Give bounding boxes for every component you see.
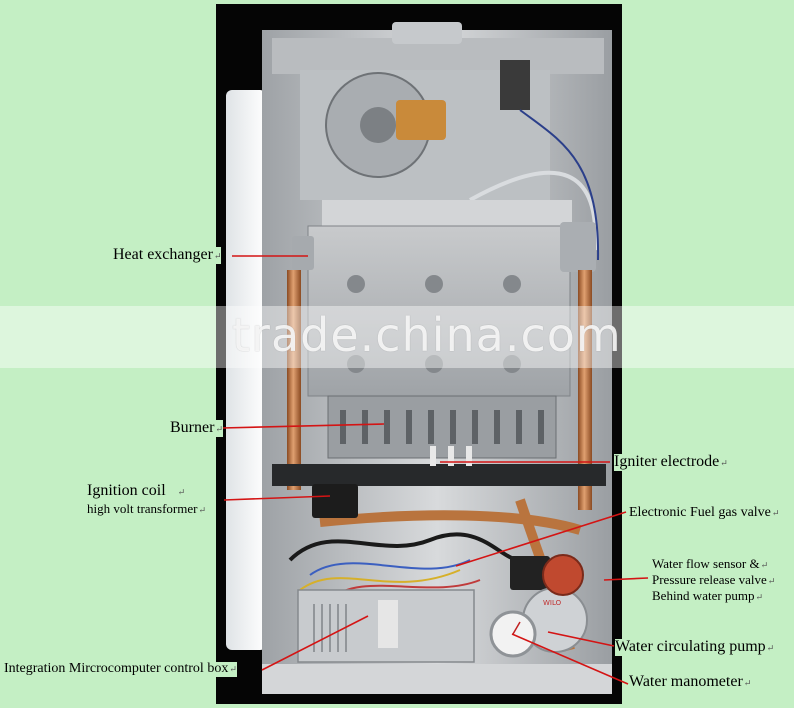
pump-motor	[542, 554, 584, 596]
label-electronic-fuel-gas-valve: Electronic Fuel gas valve↵	[629, 505, 780, 521]
label-water-circulating-pump-text: Water circulating pump	[615, 638, 766, 655]
label-water-flow-sensor: Water flow sensor &↵	[652, 556, 769, 571]
control-box-sticker	[378, 600, 398, 648]
leader-fuel-gas-valve	[455, 511, 627, 567]
fan-coil	[396, 100, 446, 140]
label-control-box-text: Integration Mircrocomputer control box	[4, 661, 229, 676]
hx-top	[322, 200, 572, 226]
label-high-volt-transformer: high volt transformer↵	[87, 501, 207, 516]
label-burner-text: Burner	[170, 419, 215, 436]
leader-water-flow-sensor	[603, 577, 649, 581]
flue-outlet	[392, 22, 462, 44]
label-behind-water-pump-text: Behind water pump	[652, 588, 755, 603]
copper-pipe-lower-2	[319, 510, 582, 535]
manometer-needle	[512, 621, 521, 635]
wire-bundle-3	[309, 559, 471, 576]
copper-pipe-right	[578, 270, 592, 510]
watermark-band: trade.china.com	[0, 306, 794, 368]
label-burner: Burner↵	[170, 419, 223, 437]
label-water-flow-sensor-text: Water flow sensor &	[652, 556, 760, 571]
label-igniter-electrode-text: Igniter electrode	[614, 453, 720, 470]
leader-circulating-pump	[547, 631, 615, 647]
leader-burner	[221, 423, 385, 429]
insulation-panel	[226, 90, 266, 650]
air-tube	[469, 170, 598, 251]
label-water-circulating-pump: Water circulating pump↵	[615, 638, 775, 656]
air-pressure-switch	[500, 60, 530, 110]
label-pressure-release-valve-text: Pressure release valve	[652, 572, 767, 587]
leader-manometer	[511, 633, 629, 685]
hx-right-fitting	[560, 222, 596, 272]
wire-bundle-2	[299, 569, 461, 591]
label-ignition-coil: Ignition coil↵	[87, 482, 186, 500]
gas-manifold-rail	[272, 464, 606, 486]
label-heat-exchanger-text: Heat exchanger	[113, 246, 213, 263]
label-water-manometer: Water manometer↵	[629, 673, 752, 691]
label-pressure-release-valve: Pressure release valve↵	[652, 572, 776, 587]
leader-ignition-coil	[223, 495, 331, 501]
label-behind-water-pump: Behind water pump↵	[652, 588, 764, 603]
copper-pipe-left	[287, 270, 301, 490]
signal-wire	[519, 109, 600, 261]
label-high-volt-transformer-text: high volt transformer	[87, 501, 198, 516]
gas-valve-body	[510, 556, 550, 590]
pump-brand: WILO	[543, 599, 562, 607]
leader-control-box	[261, 615, 369, 671]
hx-left-fitting	[292, 236, 314, 270]
fan-hub	[360, 107, 396, 143]
label-igniter-electrode: Igniter electrode↵	[614, 453, 728, 471]
label-water-manometer-text: Water manometer	[629, 673, 743, 690]
label-ignition-coil-text: Ignition coil	[87, 482, 166, 499]
wire-bundle-1	[288, 532, 521, 562]
label-control-box: Integration Mircrocomputer control box↵	[4, 661, 237, 677]
watermark-text: trade.china.com	[232, 308, 622, 362]
bottom-panel	[262, 664, 612, 694]
label-heat-exchanger: Heat exchanger↵	[113, 246, 222, 264]
ignition-coil-body	[312, 484, 358, 518]
label-electronic-fuel-gas-valve-text: Electronic Fuel gas valve	[629, 505, 771, 520]
